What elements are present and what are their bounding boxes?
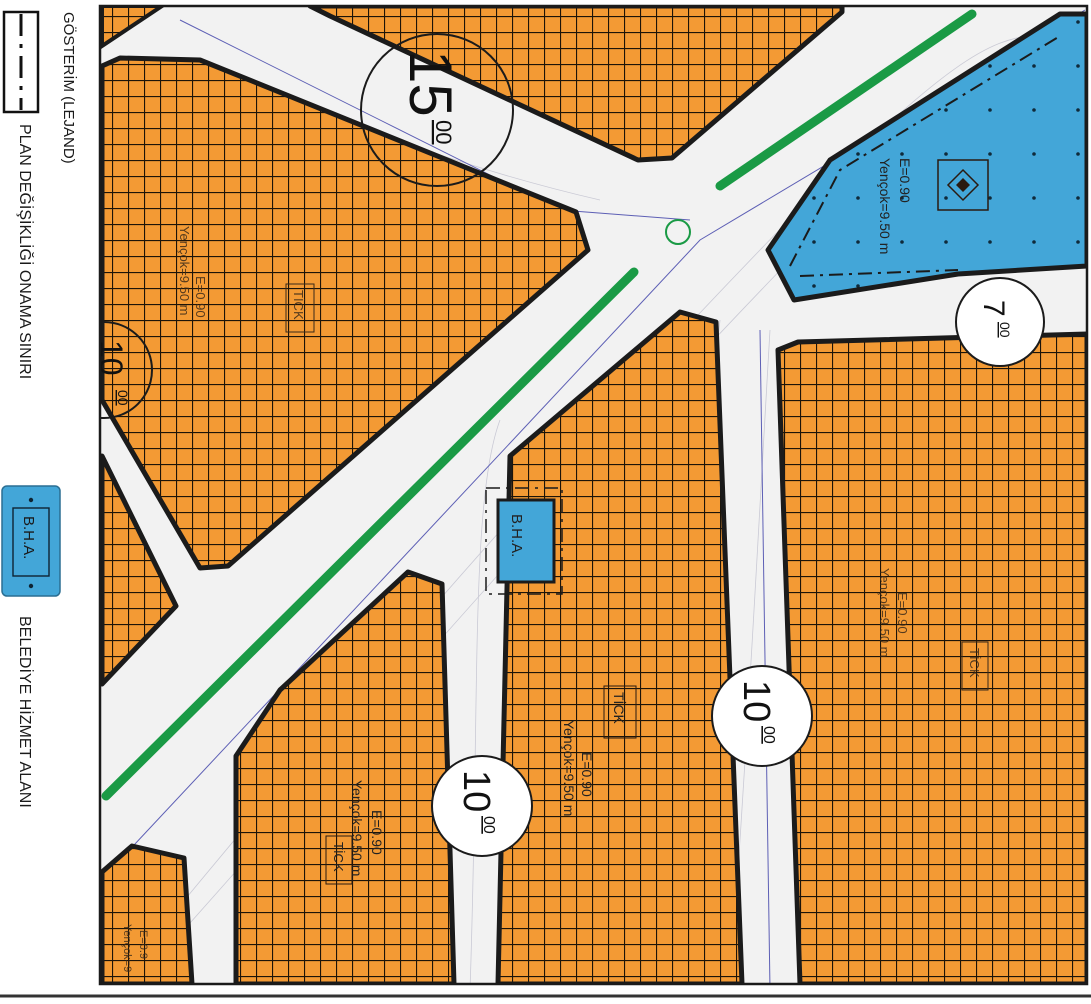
legend-title: GÖSTERİM (LEJAND): [60, 12, 78, 164]
road-width-bottom-value: 10: [455, 770, 497, 812]
road-width-top-right-sup: 00: [997, 322, 1013, 338]
service-area-labels: E=0.90 Yençok=9.50 m: [877, 158, 913, 254]
parcel-right: [775, 331, 1087, 984]
parcel-bottom-mid-h: Yençok=9.50 m: [349, 780, 365, 876]
parcel-top-left-labels: TİCK E=0.90 Yençok=9.50 m: [177, 226, 315, 333]
road-width-bottom-sup: 00: [480, 816, 497, 834]
road-width-main: 15 00: [360, 33, 514, 187]
parcel-bottom-left-e: E=0.9: [137, 930, 149, 959]
parcel-left-edge: [100, 453, 179, 687]
boundary-symbol: [2, 10, 40, 114]
parcel-right-use: TİCK: [967, 648, 982, 678]
service-area-h: Yençok=9.50 m: [877, 158, 893, 254]
parcel-top-center: [307, 6, 845, 163]
parcel-bottom-mid-use: TİCK: [331, 842, 346, 872]
map-area: B.H.A. 15 00 7 00 10 00 10 00: [93, 6, 1087, 984]
parcel-right-e: E=0.90: [895, 592, 910, 634]
parcel-center-e: E=0.90: [579, 752, 595, 797]
road-width-bottom: 10 00: [431, 755, 533, 857]
parcel-right-h: Yençok=9.50 m: [877, 568, 892, 658]
parcel-bottom-mid: [233, 569, 457, 984]
transformer-symbol: [937, 159, 989, 211]
legend: GÖSTERİM (LEJAND) PLAN DEĞİŞİKLİĞİ ONAMA…: [1, 10, 78, 808]
bha-legend-symbol: B.H.A.: [1, 485, 61, 597]
road-width-center-value: 10: [735, 680, 777, 722]
road-width-left: 10 00: [93, 321, 153, 419]
parcel-top-left: [100, 55, 591, 571]
road-width-center-vertical: 10 00: [711, 665, 813, 767]
parcel-top-left-h: Yençok=9.50 m: [177, 226, 192, 316]
road-width-top-right-value: 7: [977, 300, 1010, 317]
parcel-bottom-mid-labels: TİCK E=0.90 Yençok=9.50 m: [325, 780, 385, 885]
road-width-top-right: 7 00: [955, 277, 1045, 367]
parcel-bottom-mid-e: E=0.90: [369, 810, 385, 855]
service-area-e: E=0.90: [897, 158, 913, 203]
parcel-center: [495, 309, 745, 984]
legend-bha-label: BELEDİYE HİZMET ALANI: [16, 616, 35, 808]
road-width-center-sup: 00: [760, 726, 777, 744]
bha-parcel: B.H.A.: [485, 487, 563, 595]
bha-parcel-label: B.H.A.: [508, 514, 525, 557]
legend-bha-symbol-text: B.H.A.: [20, 516, 37, 559]
green-median: [101, 9, 977, 801]
legend-boundary-label: PLAN DEĞİŞİKLİĞİ ONAMA SINIRI: [16, 124, 35, 379]
parcel-top-left-use: TİCK: [291, 290, 306, 320]
junction-marker: [665, 219, 691, 245]
parcel-bottom-left-h: Yençok=9: [121, 924, 133, 972]
parcel-center-h: Yençok=9.50 m: [561, 720, 577, 816]
parcel-top-left-e: E=0.90: [193, 276, 208, 318]
road-width-left-sup: 00: [115, 390, 131, 406]
road-width-left-value: 10: [93, 340, 129, 376]
service-area-parcel: [765, 11, 1087, 303]
parcel-bottom-left-labels: E=0.9 Yençok=9: [121, 924, 149, 972]
parcel-top-left-corner: [100, 6, 166, 50]
parcel-center-use: TİCK: [611, 692, 628, 725]
parcel-right-labels: TİCK E=0.90 Yençok=9.50 m: [877, 568, 989, 691]
map-frame: [98, 4, 1089, 986]
road-width-main-value: 15: [397, 50, 464, 117]
parcel-bottom-left: [100, 843, 195, 984]
parcel-center-labels: TİCK E=0.90 Yençok=9.50 m: [561, 685, 637, 816]
road-width-main-sup: 00: [431, 120, 456, 144]
